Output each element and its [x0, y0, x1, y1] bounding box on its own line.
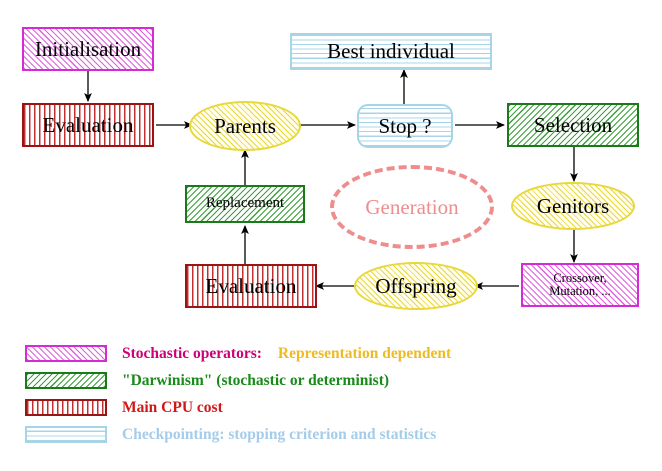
node-selection-label: Selection [533, 112, 613, 137]
node-evaluation-top-label: Evaluation [42, 112, 134, 137]
legend-label-stochastic-operators: Stochastic operators: Representation depe… [122, 345, 451, 363]
legend-swatch-darwinism [25, 372, 107, 389]
node-selection[interactable]: Selection [507, 103, 639, 147]
legend-label-stochastic-operators-text: Stochastic operators: [122, 344, 262, 362]
node-parents-label: Parents [214, 113, 276, 138]
node-best-individual-label: Best individual [327, 39, 455, 64]
legend-row-darwinism: "Darwinism" (stochastic or determinist) [0, 367, 662, 394]
node-crossover-mutation-label-line1: Crossover, [553, 270, 607, 285]
node-evaluation-bottom-label: Evaluation [205, 273, 297, 298]
legend-label-main-cpu-cost: Main CPU cost [122, 398, 223, 416]
node-stop[interactable]: Stop ? [357, 104, 453, 148]
node-crossover-mutation-label-line2: Mutation, ... [549, 284, 611, 298]
node-offspring-label: Offspring [375, 273, 457, 298]
legend-label-checkpointing: Checkpointing: stopping criterion and st… [122, 425, 437, 443]
node-genitors-label: Genitors [536, 193, 610, 218]
legend-swatch-stochastic-operators [25, 345, 107, 362]
node-crossover-mutation[interactable]: Crossover, Mutation, ... [521, 263, 639, 307]
node-genitors[interactable]: Genitors [511, 182, 635, 230]
node-replacement-label: Replacement [205, 195, 285, 212]
node-parents[interactable]: Parents [189, 101, 301, 151]
legend: Stochastic operators: Representation depe… [0, 340, 662, 448]
node-evaluation-bottom[interactable]: Evaluation [185, 264, 317, 308]
node-replacement[interactable]: Replacement [185, 185, 305, 223]
node-initialisation[interactable]: Initialisation [22, 27, 154, 71]
node-stop-label: Stop ? [378, 113, 432, 138]
node-offspring[interactable]: Offspring [354, 262, 478, 310]
node-best-individual[interactable]: Best individual [290, 33, 492, 70]
node-initialisation-label: Initialisation [34, 36, 142, 61]
legend-swatch-checkpointing [25, 426, 107, 443]
legend-label-darwinism: "Darwinism" (stochastic or determinist) [122, 371, 390, 389]
legend-row-stochastic-operators: Stochastic operators: Representation depe… [0, 340, 662, 367]
node-evaluation-top[interactable]: Evaluation [22, 103, 154, 147]
node-generation-annotation: Generation [330, 165, 494, 249]
legend-swatch-main-cpu-cost [25, 399, 107, 416]
node-generation-label: Generation [365, 194, 459, 219]
legend-row-main-cpu-cost: Main CPU cost [0, 394, 662, 421]
legend-label-representation-dependent: Representation dependent [277, 344, 452, 362]
legend-row-checkpointing: Checkpointing: stopping criterion and st… [0, 421, 662, 448]
